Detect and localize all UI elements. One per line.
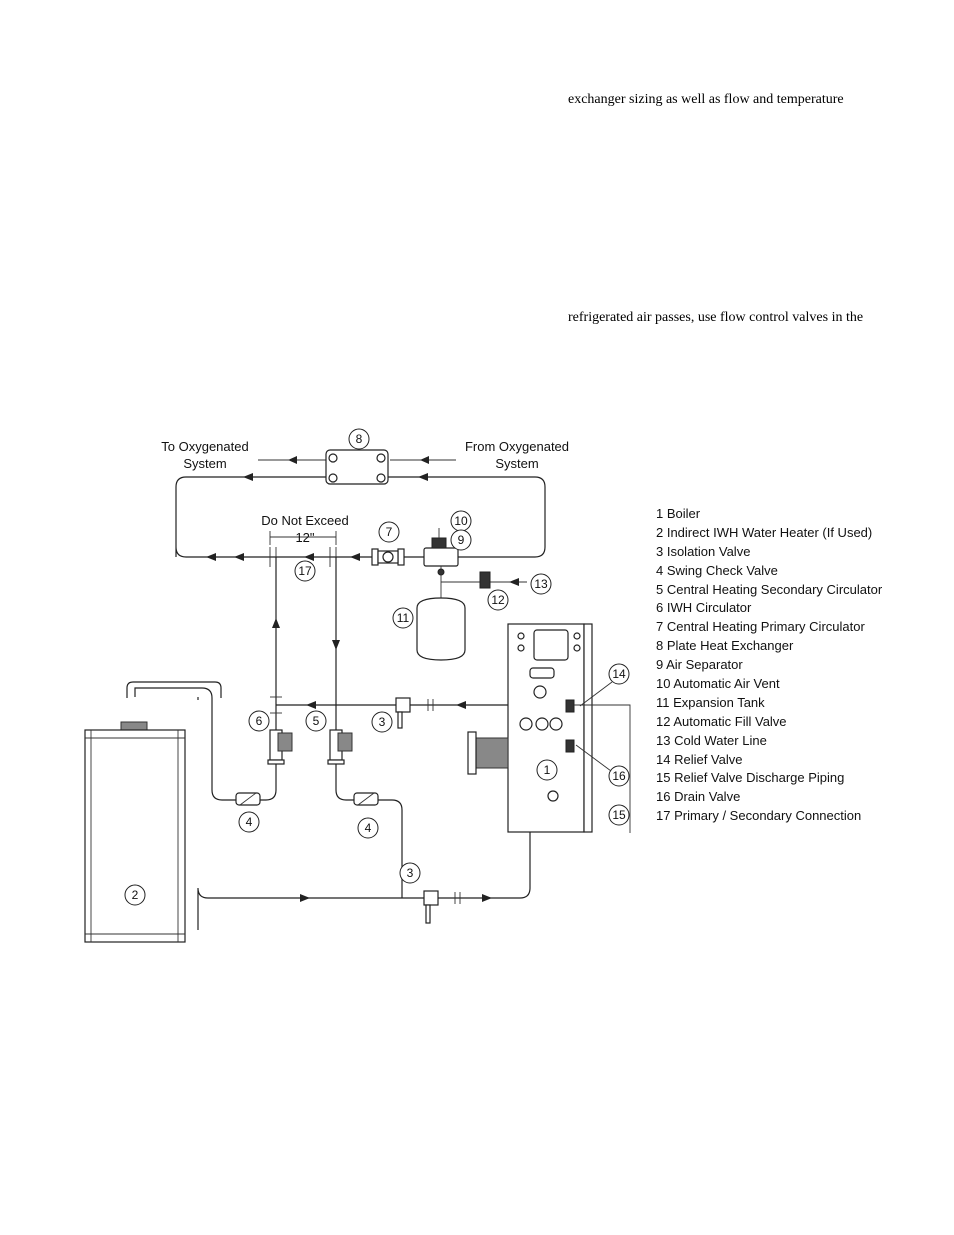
air-separator xyxy=(423,528,459,600)
swing-check-valve xyxy=(235,792,261,806)
secondary-circulator xyxy=(327,729,353,765)
legend-item: 7 Central Heating Primary Circulator xyxy=(656,619,865,635)
from-system-label: From Oxygenated xyxy=(465,439,569,454)
legend-item: 5 Central Heating Secondary Circulator xyxy=(656,581,883,597)
callouts: 8 7 10 9 17 13 12 11 14 6 5 3 1 16 4 4 1… xyxy=(124,428,630,906)
from-system-label: System xyxy=(495,456,538,471)
indirect-water-heater xyxy=(84,681,222,943)
to-system-label: To Oxygenated xyxy=(161,439,248,454)
callout-16: 16 xyxy=(612,769,626,783)
isolation-valve xyxy=(423,890,439,924)
isolation-valve xyxy=(395,697,411,729)
spacing-label: 12" xyxy=(295,530,314,545)
to-system-label: System xyxy=(183,456,226,471)
callout-12: 12 xyxy=(491,593,505,607)
callout-7: 7 xyxy=(386,525,393,539)
do-not-exceed-label: Do Not Exceed xyxy=(261,513,348,528)
legend-item: 1 Boiler xyxy=(656,506,701,521)
callout-5: 5 xyxy=(313,714,320,728)
legend-item: 9 Air Separator xyxy=(656,657,743,673)
callout-9: 9 xyxy=(458,533,465,547)
legend-item: 17 Primary / Secondary Connection xyxy=(656,808,862,824)
callout-17: 17 xyxy=(298,564,312,578)
body-text-line: refrigerated air passes, use flow contro… xyxy=(568,310,864,325)
legend-item: 6 IWH Circulator xyxy=(656,600,752,616)
expansion-tank xyxy=(416,597,466,661)
callout-13: 13 xyxy=(534,577,548,591)
callout-4: 4 xyxy=(246,815,253,829)
callout-4: 4 xyxy=(365,821,372,835)
callout-8: 8 xyxy=(356,432,363,446)
callout-10: 10 xyxy=(454,514,468,528)
body-text-line: exchanger sizing as well as flow and tem… xyxy=(568,92,844,107)
legend-item: 10 Automatic Air Vent xyxy=(656,676,780,692)
callout-2: 2 xyxy=(132,888,139,902)
primary-loop-piping xyxy=(175,456,546,567)
legend-item: 2 Indirect IWH Water Heater (If Used) xyxy=(656,524,873,540)
callout-11: 11 xyxy=(397,611,410,625)
legend: 1 Boiler 2 Indirect IWH Water Heater (If… xyxy=(656,505,882,826)
legend-item: 8 Plate Heat Exchanger xyxy=(656,638,794,654)
primary-circulator xyxy=(371,548,405,566)
callout-3: 3 xyxy=(379,715,386,729)
legend-item: 15 Relief Valve Discharge Piping xyxy=(656,770,845,786)
boiler xyxy=(467,623,631,833)
callout-14: 14 xyxy=(612,667,626,681)
legend-item: 3 Isolation Valve xyxy=(656,543,751,559)
legend-item: 4 Swing Check Valve xyxy=(656,562,778,578)
legend-item: 16 Drain Valve xyxy=(656,789,741,805)
diagram-labels: To Oxygenated System From Oxygenated Sys… xyxy=(161,439,569,545)
plate-heat-exchanger xyxy=(325,449,389,485)
fill-line xyxy=(441,571,527,589)
legend-item: 11 Expansion Tank xyxy=(656,694,765,710)
swing-check-valve xyxy=(353,792,379,806)
legend-item: 13 Cold Water Line xyxy=(656,732,767,748)
callout-6: 6 xyxy=(256,714,263,728)
legend-item: 12 Automatic Fill Valve xyxy=(656,713,787,729)
callout-3: 3 xyxy=(407,866,414,880)
callout-1: 1 xyxy=(544,763,551,777)
iwh-circulator xyxy=(267,729,293,765)
legend-item: 14 Relief Valve xyxy=(656,751,743,767)
callout-15: 15 xyxy=(612,808,626,822)
